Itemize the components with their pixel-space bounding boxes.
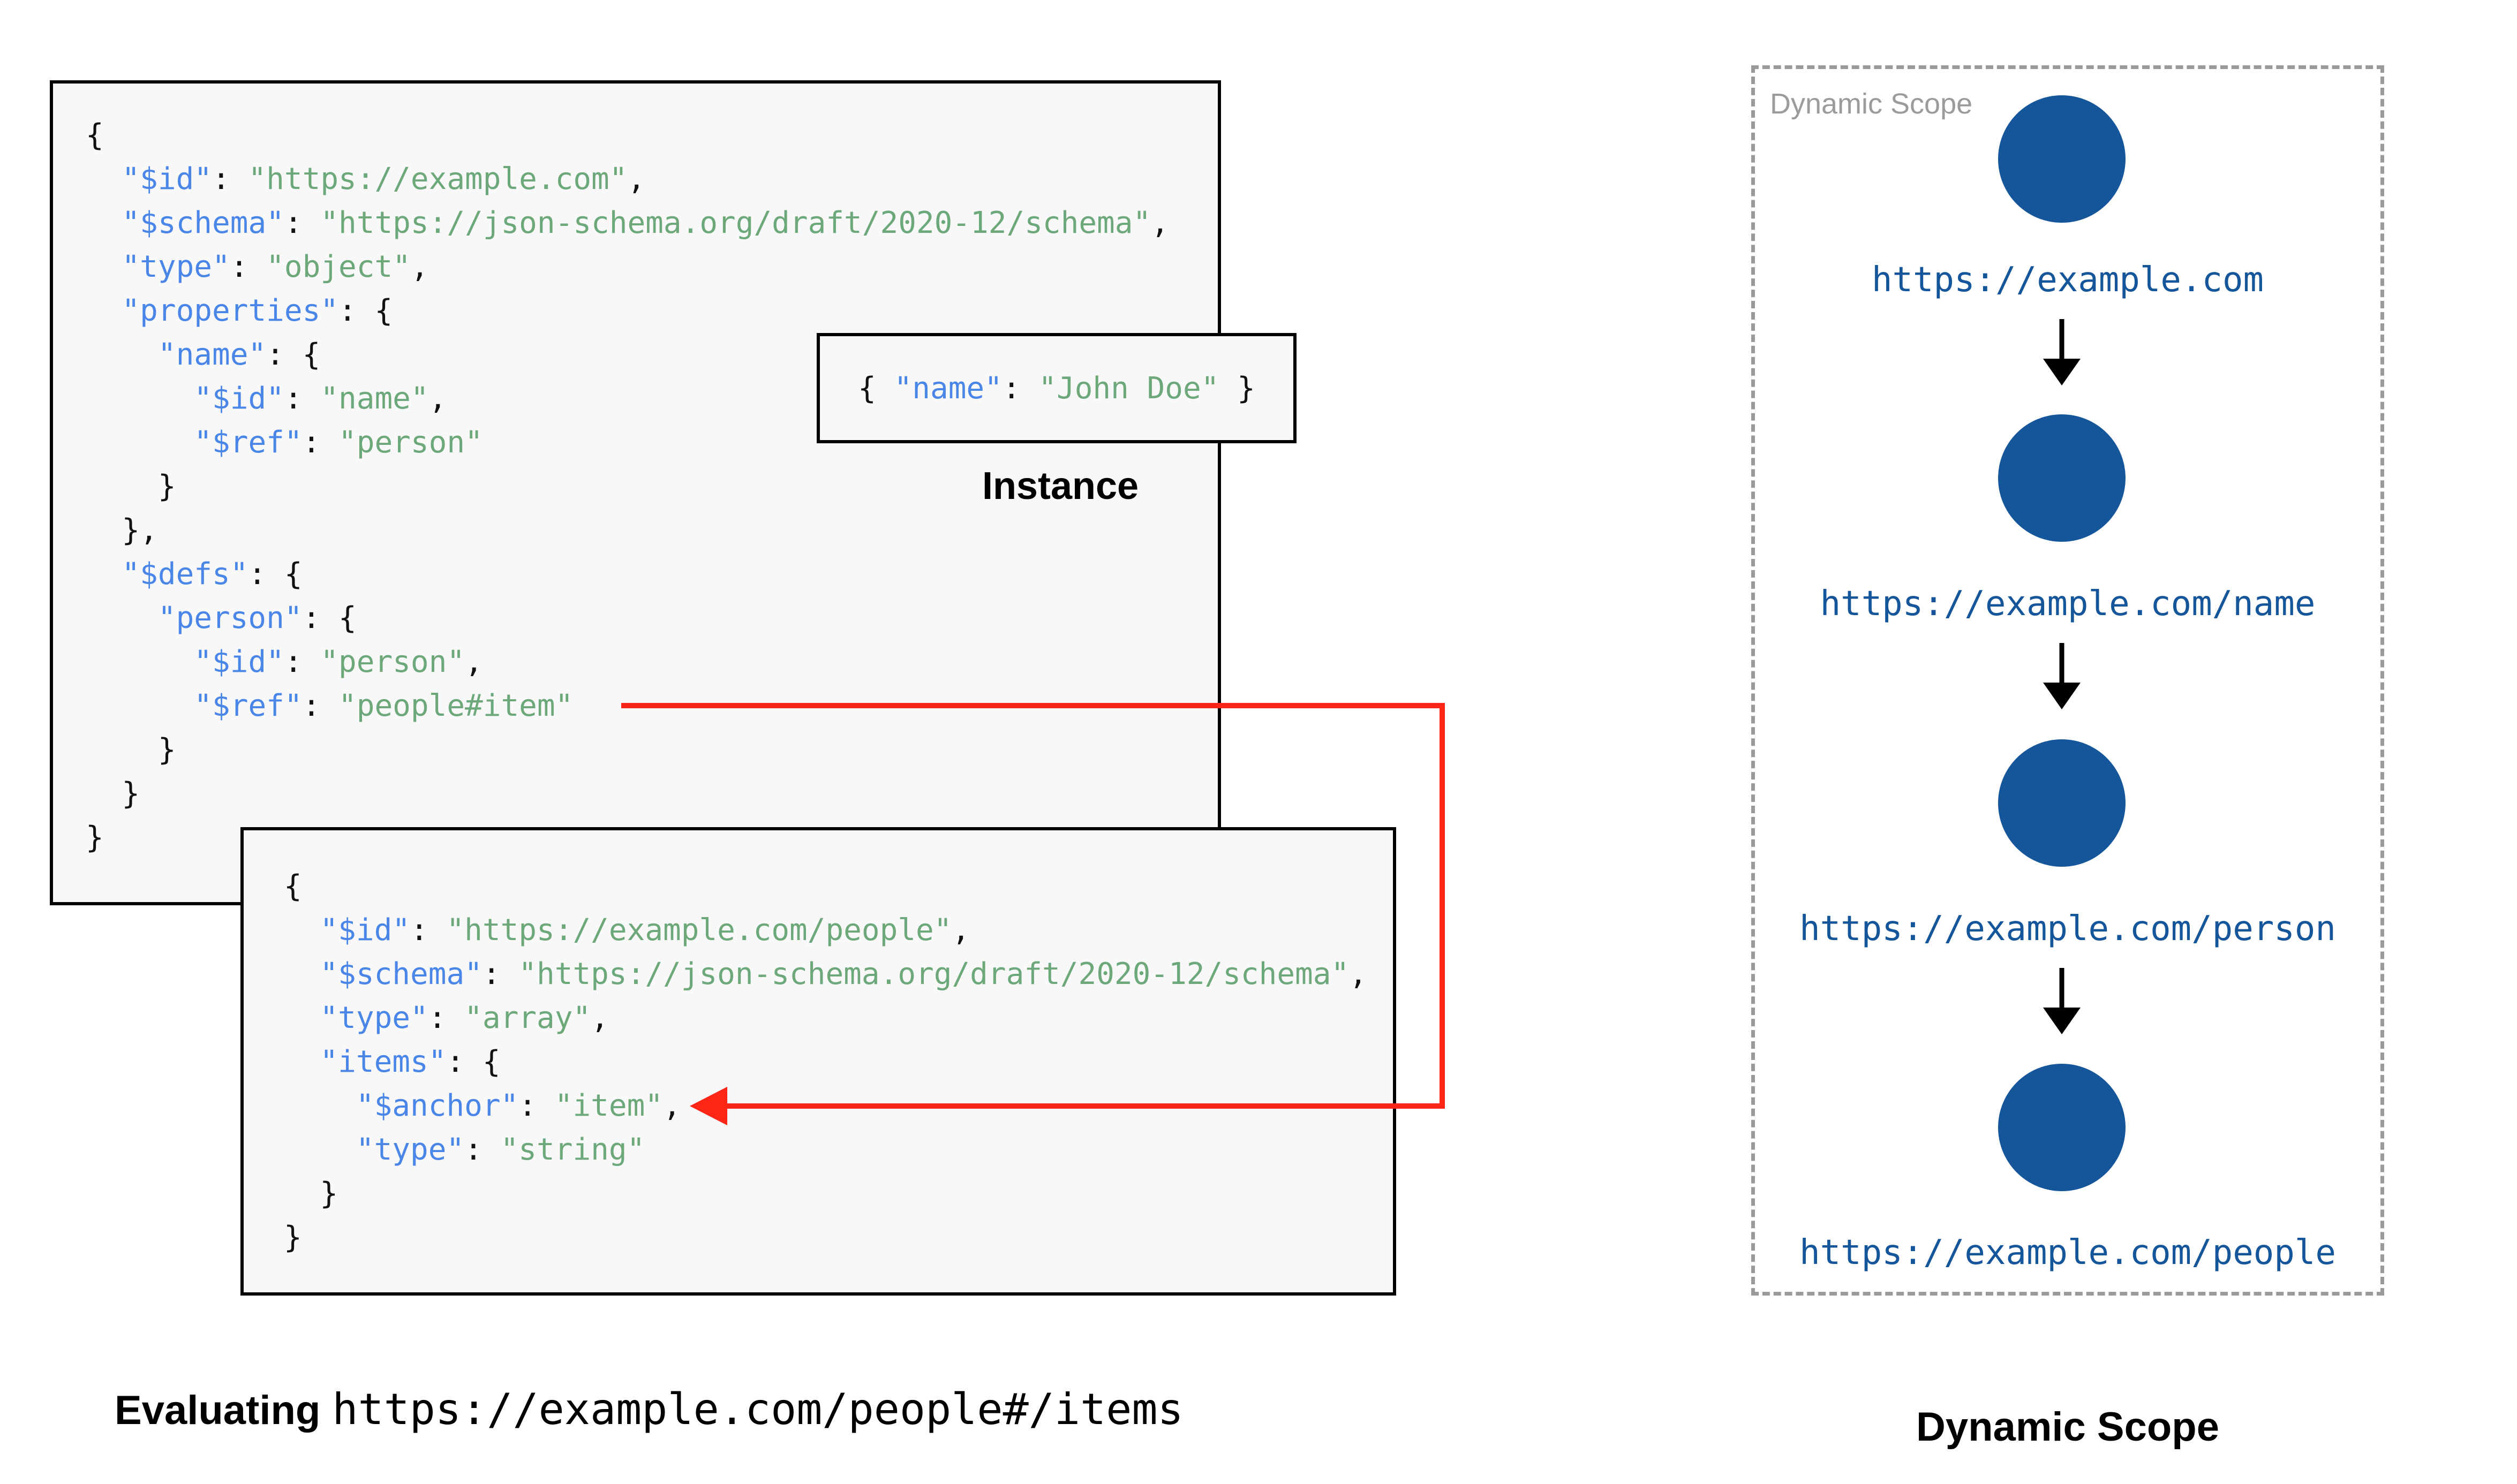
scope-node-circle-2 [1998,414,2126,542]
code-line: } [284,1220,302,1255]
instance-box: { "name": "John Doe" } [817,333,1297,443]
code-line: "type": "string" [356,1132,645,1167]
evaluating-caption: Evaluating https://example.com/people#/i… [115,1384,1184,1434]
schema-people-code: { "$id": "https://example.com/people", "… [244,830,1393,1260]
code-line: "type": "object", [122,249,429,284]
code-line: "properties": { [122,293,393,328]
code-line: { [86,118,104,153]
code-line: } [86,776,140,811]
code-line: "items": { [320,1044,501,1079]
scope-node-url-2: https://example.com/name [1820,584,2316,624]
code-line: } [86,469,176,504]
code-line: } [284,1176,338,1211]
code-line: } [86,820,104,855]
schema-root-code: { "$id": "https://example.com", "$schema… [53,84,1218,860]
scope-node-circle-4 [1998,1064,2126,1191]
code-line: "$ref": "person" [194,425,483,460]
code-line: "$schema": "https://json-schema.org/draf… [122,206,1169,240]
code-line: "$schema": "https://json-schema.org/draf… [320,957,1367,991]
code-line: "$id": "person", [194,645,483,679]
code-line: "$id": "https://example.com", [122,162,646,196]
evaluating-caption-label: Evaluating [115,1388,321,1433]
scope-node-circle-3 [1998,739,2126,867]
evaluating-caption-uri: https://example.com/people#/items [332,1384,1184,1434]
code-line: "$defs": { [122,557,303,592]
instance-code: { "name": "John Doe" } [858,370,1255,406]
code-line: "type": "array", [320,1001,609,1035]
schema-people-box: { "$id": "https://example.com/people", "… [240,827,1396,1296]
code-line: "$id": "https://example.com/people", [320,913,970,948]
dynamic-scope-panel [1751,65,2384,1296]
scope-node-url-3: https://example.com/person [1799,909,2336,949]
code-line: "person": { [157,601,357,635]
dynamic-scope-caption: Dynamic Scope [1916,1404,2219,1450]
code-line: "$anchor": "item", [356,1088,681,1123]
code-line: "$ref": "people#item" [194,688,574,723]
code-line: } [86,732,176,767]
code-line: "$id": "name", [194,381,447,416]
code-line: }, [86,513,158,548]
scope-node-circle-1 [1998,95,2126,223]
scope-node-url-1: https://example.com [1871,260,2264,300]
code-line: { [284,869,302,904]
dynamic-scope-panel-title: Dynamic Scope [1770,88,1973,120]
instance-label: Instance [982,465,1139,508]
scope-node-url-4: https://example.com/people [1799,1233,2336,1273]
code-line: "name": { [157,337,321,372]
